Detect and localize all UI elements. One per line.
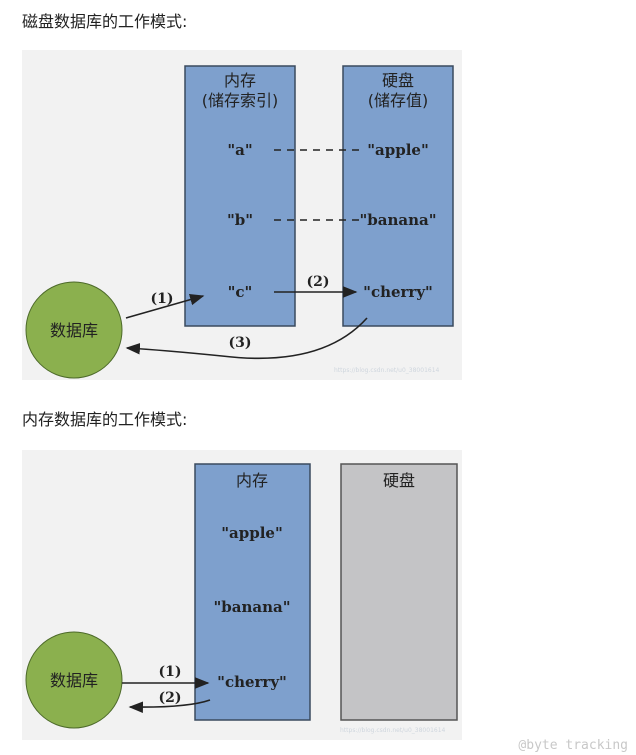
disk-mode-heading: 磁盘数据库的工作模式: <box>22 12 188 31</box>
step-1-label: (1) <box>159 664 182 680</box>
memory-box-title: 内存 <box>224 71 256 90</box>
step-2-label: (2) <box>159 690 182 706</box>
database-label: 数据库 <box>50 671 98 690</box>
memory-database-diagram: 内存 硬盘 "apple" "banana" "cherry" 数据库 (1) … <box>22 450 462 740</box>
faint-source-url: https://blog.csdn.net/u0_38001614 <box>340 727 446 734</box>
database-label: 数据库 <box>50 321 98 340</box>
value-cherry: "cherry" <box>217 673 287 691</box>
step-1-label: (1) <box>151 291 174 307</box>
memory-box <box>194 463 311 721</box>
disk-database-diagram: 内存 (储存索引) 硬盘 (储存值) "a" "b" "c" "apple" "… <box>22 50 462 380</box>
disk-box <box>340 463 458 721</box>
value-banana: "banana" <box>359 211 436 229</box>
arrow-step-3 <box>125 317 368 360</box>
step-2-label: (2) <box>307 274 330 290</box>
faint-source-url: https://blog.csdn.net/u0_38001614 <box>334 367 440 374</box>
key-b: "b" <box>227 211 253 229</box>
disk-box-title: 硬盘 <box>382 71 414 90</box>
value-cherry: "cherry" <box>363 283 433 301</box>
value-banana: "banana" <box>213 598 290 616</box>
value-apple: "apple" <box>367 141 429 159</box>
step-3-label: (3) <box>229 335 252 351</box>
memory-box-subtitle: (储存索引) <box>202 91 279 110</box>
memory-index-box <box>184 65 296 327</box>
disk-box-title: 硬盘 <box>383 471 415 490</box>
arrow-step-2 <box>128 699 211 713</box>
key-c: "c" <box>228 283 253 301</box>
disk-box-subtitle: (储存值) <box>368 91 429 110</box>
memory-mode-heading: 内存数据库的工作模式: <box>22 410 188 429</box>
disk-diagram-svg: 内存 (储存索引) 硬盘 (储存值) "a" "b" "c" "apple" "… <box>25 65 454 379</box>
memory-box-title: 内存 <box>236 471 268 490</box>
database-circle <box>25 281 123 379</box>
key-a: "a" <box>227 141 252 159</box>
arrow-step-1 <box>125 294 205 319</box>
memory-diagram-svg: 内存 硬盘 "apple" "banana" "cherry" 数据库 (1) … <box>25 463 458 734</box>
value-apple: "apple" <box>221 524 283 542</box>
disk-value-box <box>342 65 454 327</box>
watermark: @byte tracking <box>518 738 628 753</box>
database-circle <box>25 631 123 729</box>
